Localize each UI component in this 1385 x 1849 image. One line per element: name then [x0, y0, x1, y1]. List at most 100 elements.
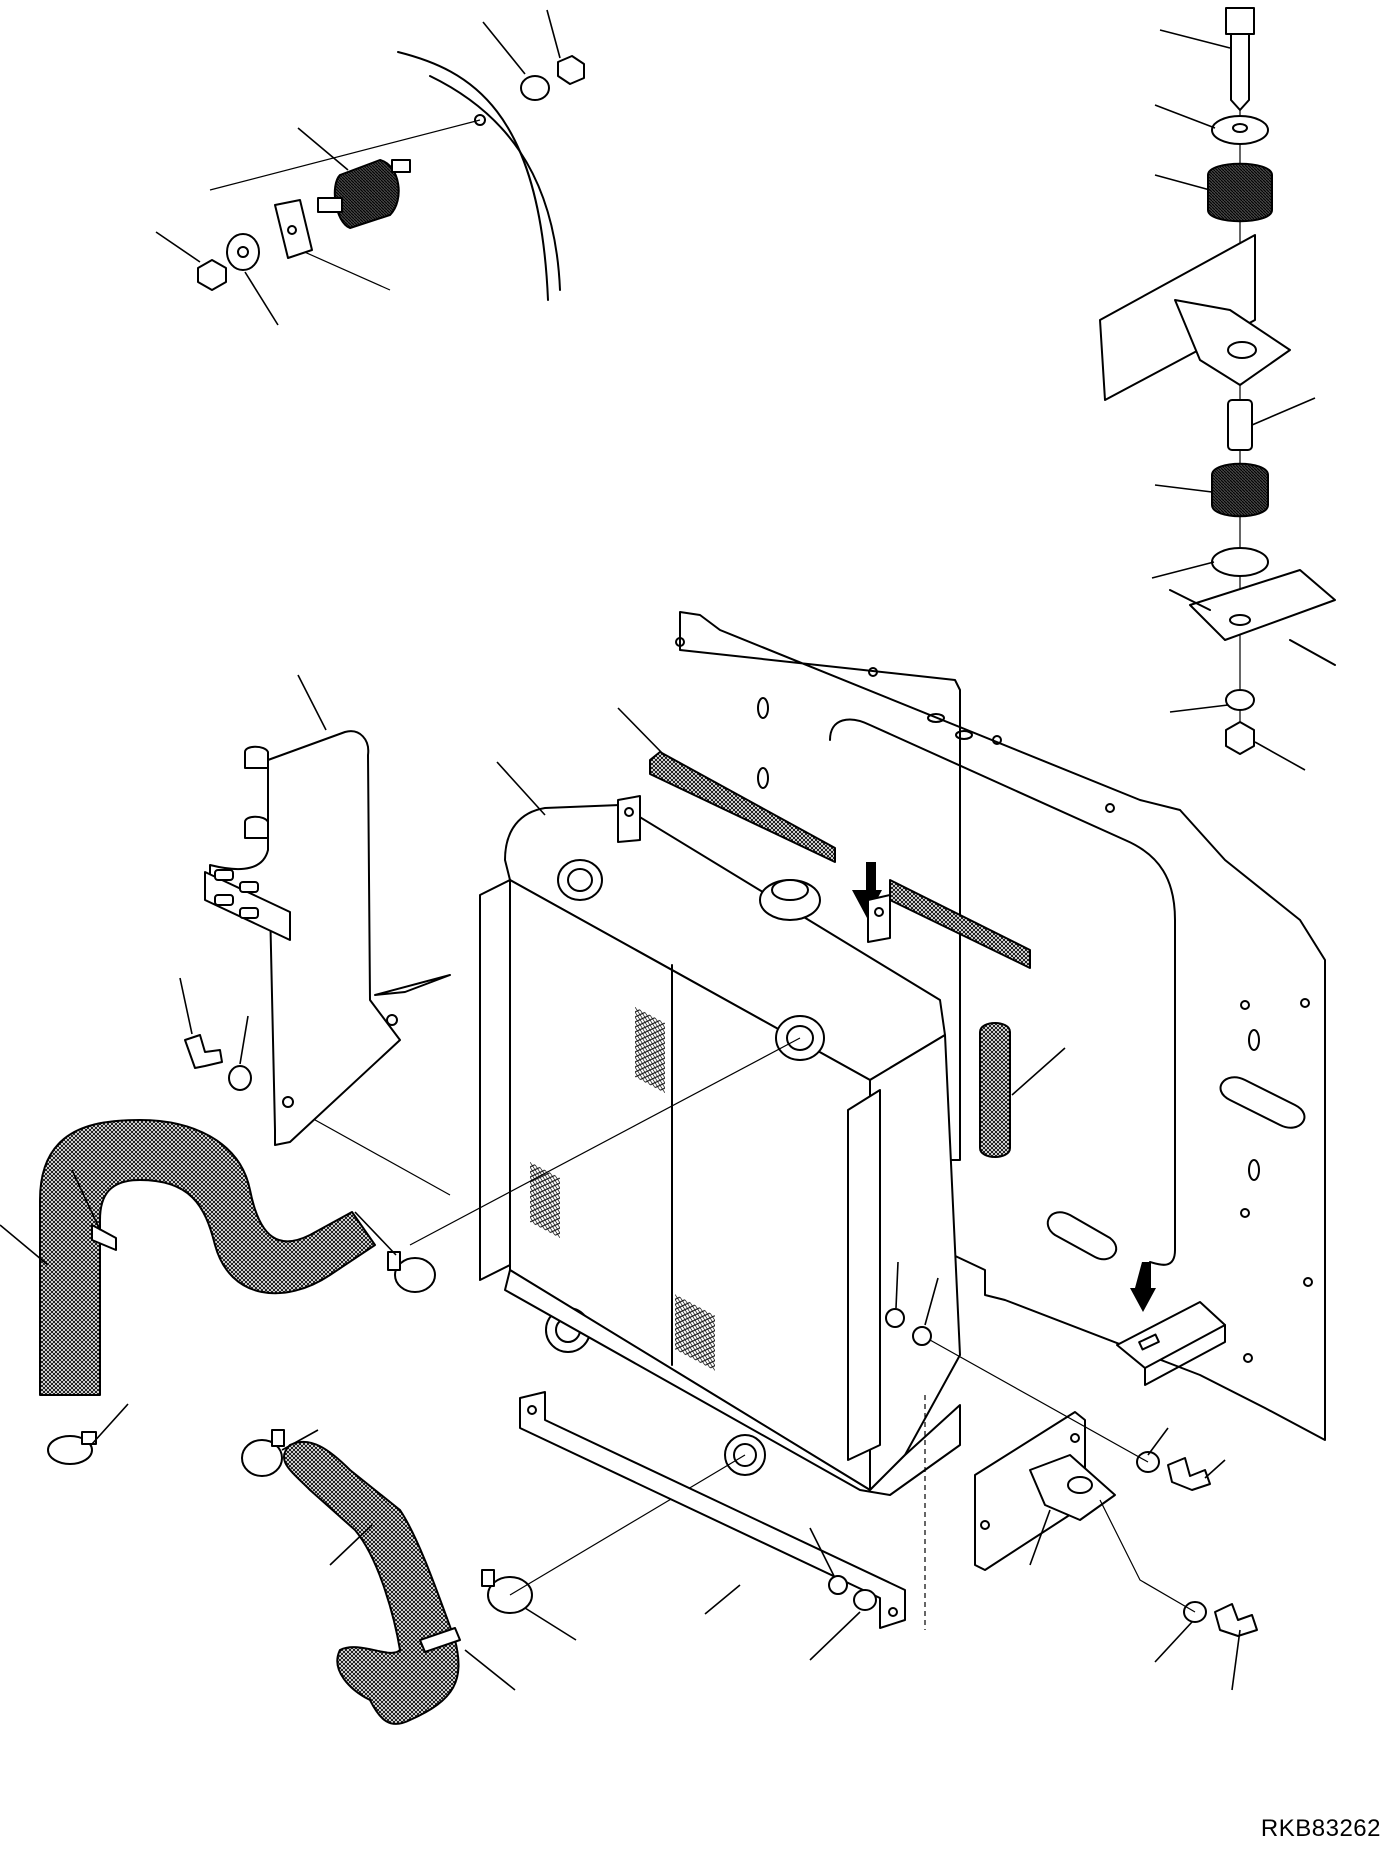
washer-upper	[520, 75, 550, 101]
radiator-ref-line-2	[289, 1105, 451, 1196]
frame-outline	[679, 611, 1326, 1441]
leader-6	[1159, 29, 1231, 49]
leader-14	[617, 707, 666, 757]
leader-37	[1231, 1629, 1241, 1691]
leader-21	[239, 1015, 249, 1065]
frame-tab	[1189, 569, 1336, 641]
frame-slot-5	[927, 713, 945, 723]
mount-axis-line-2	[299, 249, 391, 291]
leader-16	[496, 761, 546, 816]
leader-29	[464, 1649, 516, 1691]
frame-slot-6	[955, 730, 973, 740]
frame-hole-2	[868, 667, 878, 677]
leader-23	[71, 1169, 101, 1231]
hose-clamp-bottom-tab	[481, 1569, 495, 1587]
leader-28	[524, 1607, 577, 1641]
frame-slot-8	[1248, 1159, 1260, 1181]
lower-hose	[283, 1440, 460, 1725]
core-mesh-2	[530, 1162, 560, 1238]
nut-left	[197, 259, 227, 291]
frame-hole-5	[1240, 1000, 1250, 1010]
bracket-slot-2	[239, 881, 259, 893]
drawing-reference-code: RKB83262	[1260, 1815, 1381, 1842]
cushion-lower	[1211, 462, 1269, 518]
leader-26	[281, 1429, 319, 1451]
lower-bracket-bolt-2	[1214, 1603, 1258, 1637]
nut-bottom	[1225, 721, 1255, 755]
seal-strips	[617, 707, 1066, 1158]
radiator-right-bracket	[847, 1089, 881, 1461]
bracket-tab	[374, 974, 451, 996]
leader-9	[1251, 397, 1316, 426]
leader-30	[809, 1527, 835, 1577]
leader-15	[1011, 1047, 1066, 1096]
support-bracket-gusset	[1174, 299, 1291, 386]
frame-slot-7	[1248, 1029, 1260, 1051]
washer-left-hole	[237, 246, 249, 258]
seal-strip-lower	[889, 879, 1031, 969]
bracket-hole-2	[386, 1014, 398, 1026]
bracket-slot-1	[214, 869, 234, 881]
support-bracket	[1099, 234, 1256, 401]
bolt-head	[1225, 7, 1255, 35]
leader-1	[297, 127, 349, 171]
bracket-slot-4	[239, 907, 259, 919]
hose-clamp-upper-right	[394, 1257, 436, 1293]
radiator-top-ear-right-hole	[874, 907, 884, 917]
leader-13	[1254, 741, 1306, 771]
radiator-top-ear-right	[867, 894, 891, 943]
leader-12	[1169, 704, 1229, 713]
lower-bracket-axis	[929, 1339, 1196, 1613]
leader-35	[1204, 1459, 1226, 1479]
frame-tab-hole	[1229, 614, 1251, 626]
spacer-block-hole	[287, 225, 297, 235]
radiator-top-ear-left-hole	[624, 807, 634, 817]
frame-slot-1	[1219, 1076, 1306, 1129]
lower-bracket-hole	[1067, 1476, 1093, 1494]
frame-hole-1	[675, 637, 685, 647]
leader-19	[297, 674, 327, 731]
leader-34	[1147, 1427, 1169, 1456]
install-arrow-bottom	[1130, 1262, 1156, 1312]
bracket-pin-upper	[244, 745, 269, 769]
frame-hole-3	[992, 735, 1002, 745]
frame-tab-edge	[1169, 589, 1336, 666]
frame-inner-cutout	[829, 718, 1176, 1266]
mount-axis-line	[209, 119, 481, 191]
upper-hose	[39, 1119, 376, 1396]
bracket-washer	[228, 1065, 252, 1091]
leader-24	[354, 1211, 397, 1256]
leader-3	[244, 271, 279, 326]
frame-hole-4	[1105, 803, 1115, 813]
leader-33	[1029, 1509, 1051, 1566]
lower-bracket-bolt-1	[1167, 1457, 1211, 1491]
cushion-stud-right	[391, 159, 411, 173]
left-bracket-plate	[209, 730, 401, 1146]
support-bar-hole-right	[888, 1607, 898, 1617]
right-mount-stack	[1099, 7, 1336, 771]
bracket-hole	[1227, 341, 1257, 359]
frame-slot-2	[1046, 1211, 1118, 1261]
seal-strip-vertical	[979, 1022, 1011, 1158]
frame-slot-4	[757, 767, 769, 789]
washer-lower	[1211, 547, 1269, 577]
bolt-shank	[1230, 33, 1250, 111]
support-bar-nut	[828, 1575, 848, 1595]
leader-27	[329, 1524, 373, 1566]
leader-25	[91, 1403, 129, 1445]
bracket-bolt	[184, 1034, 223, 1069]
hose-clamp-lower-left-tab	[81, 1431, 97, 1445]
radiator-top-ear-left	[617, 795, 641, 843]
radiator	[289, 761, 961, 1496]
support-bar	[519, 1391, 906, 1629]
bottom-support-bar	[519, 1391, 926, 1661]
hose-clamp-mid	[241, 1439, 283, 1477]
upper-hose-band	[91, 1224, 117, 1251]
left-bracket	[179, 674, 451, 1146]
radiator-side-bolt-1	[885, 1308, 905, 1328]
collar	[1227, 399, 1253, 451]
lower-bracket-hole-right	[1070, 1433, 1080, 1443]
hose-ref-line	[509, 1454, 746, 1596]
